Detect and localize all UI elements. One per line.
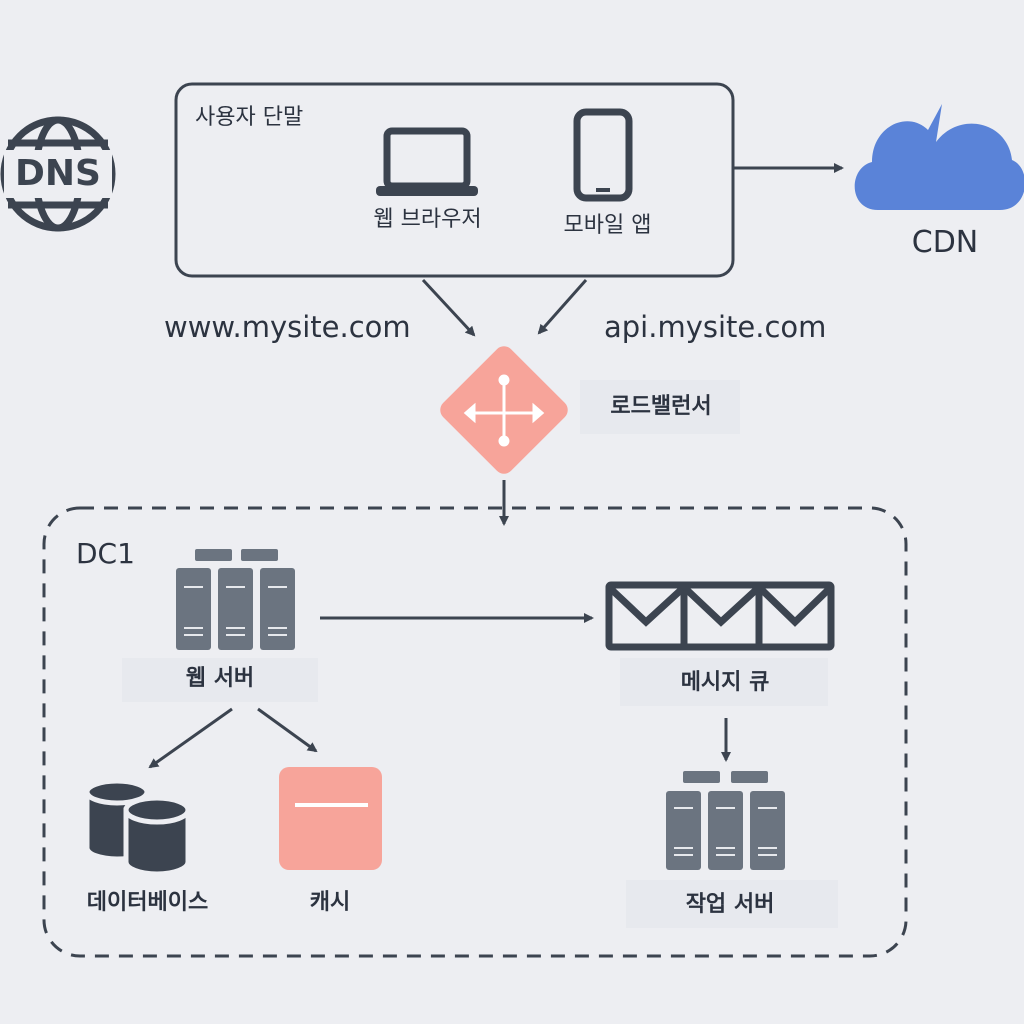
worker-server-label-bg [626, 880, 838, 928]
arrow-web-server-to-cache [257, 707, 318, 753]
dc1-box [42, 506, 908, 958]
load-balancer-label-bg [580, 380, 740, 434]
web-browser-label: 웹 브라우저 [373, 207, 482, 232]
worker-server-label: 작업 서버 [685, 892, 775, 917]
user-devices-box [174, 82, 735, 278]
load-balancer-label: 로드밸런서 [610, 394, 712, 419]
user-devices-title: 사용자 단말 [195, 105, 304, 130]
smartphone-icon [573, 108, 633, 202]
arrow-api-to-load-balancer [537, 279, 588, 335]
mobile-app-label: 모바일 앱 [563, 213, 652, 238]
laptop-icon [376, 127, 478, 196]
web-domain-label: www.mysite.com [164, 310, 411, 344]
dc1-label: DC1 [76, 537, 135, 570]
server-rack-icon [666, 771, 785, 870]
cache-icon [279, 767, 382, 870]
server-rack-icon [176, 549, 295, 650]
arrow-web-to-load-balancer [421, 278, 476, 337]
arrow-web-server-to-database [148, 707, 233, 769]
dns-label: DNS [15, 153, 101, 194]
message-queue-label-bg [620, 658, 828, 706]
message-queue-label: 메시지 큐 [680, 670, 770, 695]
cdn-label: CDN [911, 225, 979, 260]
web-server-label-bg [122, 658, 318, 702]
database-label: 데이터베이스 [86, 890, 209, 915]
globe-icon [0, 116, 116, 232]
load-balancer-icon [440, 346, 568, 474]
cloud-icon [854, 104, 1024, 210]
database-icon [84, 778, 191, 877]
message-queue-icon [605, 581, 835, 651]
cache-label: 캐시 [309, 890, 351, 915]
api-domain-label: api.mysite.com [604, 310, 827, 344]
web-server-label: 웹 서버 [185, 666, 255, 691]
